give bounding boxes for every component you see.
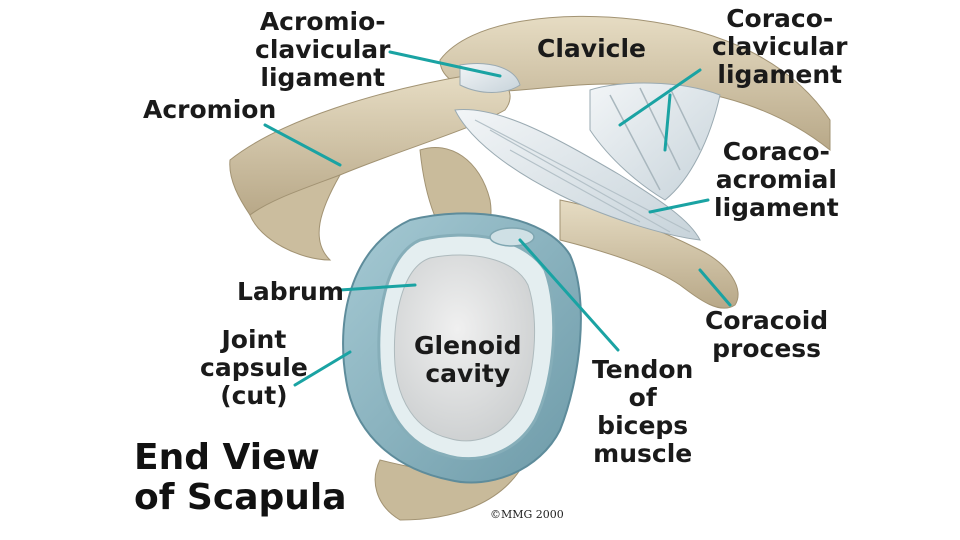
clavicle-label: Clavicle [537, 34, 646, 63]
leader-labrum [338, 283, 417, 292]
coracoacromial-ligament-label: Coraco- acromial ligament [714, 137, 839, 222]
biceps-tendon-label: Tendon of biceps muscle [592, 355, 694, 468]
leader-coracoacromial [648, 198, 710, 214]
leader-coracoid [698, 268, 732, 307]
joint-capsule-label: Joint capsule (cut) [200, 325, 308, 410]
leader-acromioclavicular [388, 50, 502, 78]
copyright-notice: ©MMG 2000 [490, 508, 564, 521]
coracoacromial-ligament [454, 109, 701, 241]
leader-coracoclavicular [618, 68, 702, 127]
leader-lines [263, 50, 732, 387]
coracoclavicular-ligament [589, 82, 721, 201]
leader-biceps-tendon [518, 238, 620, 352]
glenoid-cavity [393, 254, 536, 442]
acromion-label: Acromion [143, 95, 277, 124]
coracoid-process-label: Coracoid process [705, 306, 829, 363]
acromioclavicular-ligament-label: Acromio- clavicular ligament [255, 7, 391, 92]
labrum-label: Labrum [237, 277, 344, 306]
leader-coracoclavicular-2 [663, 93, 672, 152]
coracoclavicular-ligament-label: Coraco- clavicular ligament [712, 4, 848, 89]
leader-joint-capsule [293, 350, 352, 387]
biceps-tendon [489, 227, 535, 247]
figure-title: End View of Scapula [134, 437, 347, 518]
leader-acromion [263, 123, 342, 167]
glenoid-cavity-label: Glenoid cavity [414, 331, 522, 388]
acromion-bone [229, 74, 511, 261]
